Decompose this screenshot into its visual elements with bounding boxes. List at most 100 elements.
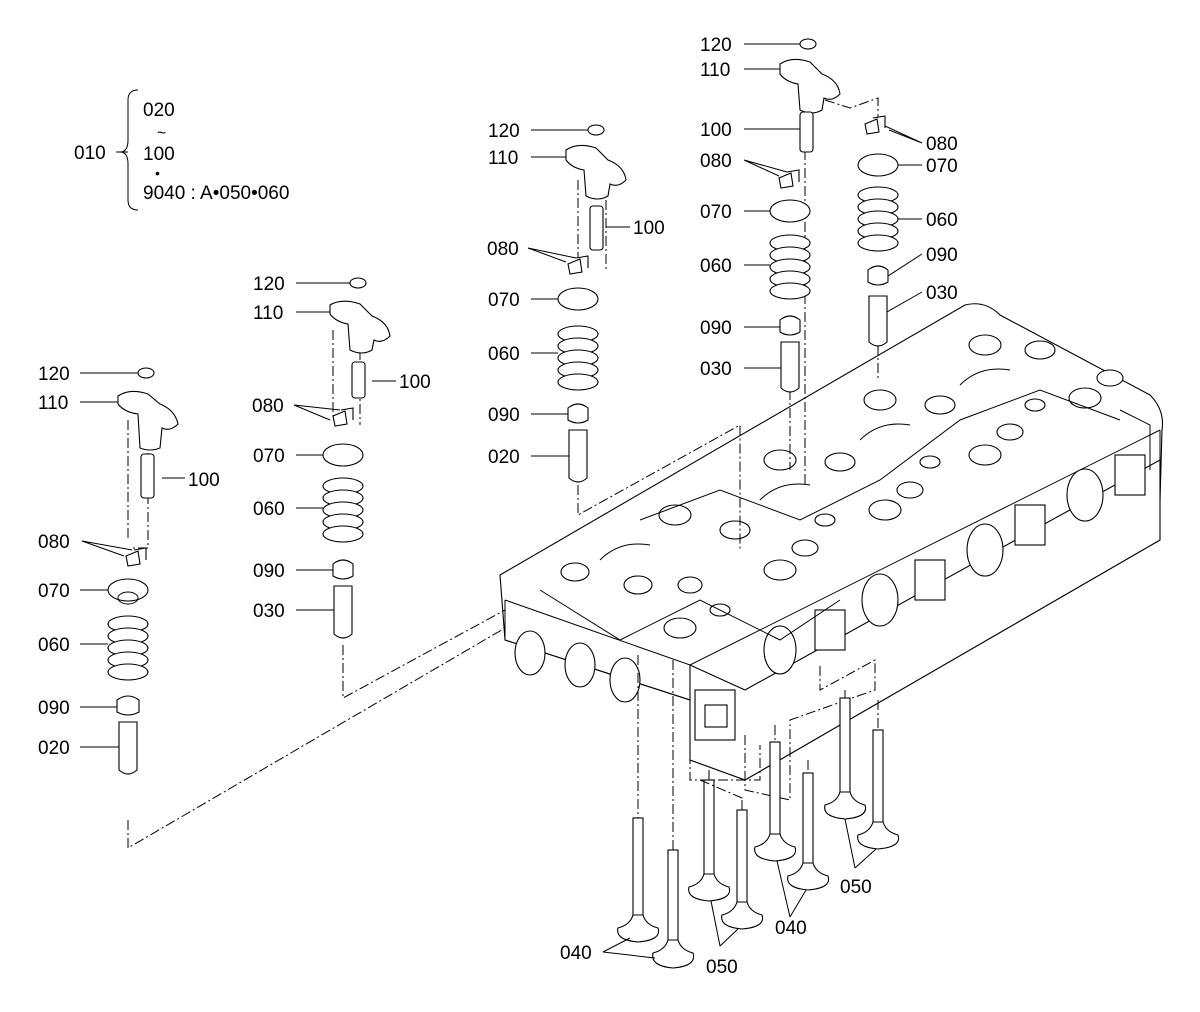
callout-g3-020: 020 [488, 447, 520, 468]
callout-g4-070-left: 070 [700, 202, 732, 223]
valve-guide-020 [118, 721, 138, 775]
spring-retainer-070 [769, 199, 811, 223]
callout-g4-080-left: 080 [700, 151, 732, 172]
push-rod-100 [589, 205, 604, 251]
spring-retainer-070 [322, 443, 364, 467]
valve-stem-seal-090 [567, 403, 589, 424]
valve-guide-030 [333, 585, 353, 639]
valve-spring-060 [557, 325, 599, 391]
valve-050-d [857, 729, 900, 850]
valve-guide-020 [568, 429, 588, 483]
callout-g2-110: 110 [253, 303, 283, 324]
valve-spring-060-right [857, 186, 899, 252]
callout-g2-090: 090 [253, 561, 285, 582]
callout-g2-070: 070 [253, 446, 285, 467]
push-rod-100 [799, 111, 814, 153]
legend-tilde: ~ [157, 125, 166, 142]
callout-g4-100: 100 [700, 120, 732, 141]
legend-from: 020 [143, 100, 175, 121]
valve-group-1: 120 110 100 080 070 060 090 020 [38, 364, 506, 849]
valve-group-4: 120 110 100 080 070 060 090 030 080 070 … [700, 35, 958, 485]
rocker-arm-110 [117, 390, 179, 451]
callout-valve-050-right: 050 [840, 877, 872, 898]
spring-retainer-070-right [857, 153, 899, 177]
callout-g4-070-right: 070 [926, 156, 958, 177]
callout-g4-090-left: 090 [700, 318, 732, 339]
valves: 040 050 040 050 [560, 655, 900, 978]
callout-g1-100: 100 [188, 470, 220, 491]
callout-g3-090: 090 [488, 405, 520, 426]
legend-note: 9040 : A•050•060 [143, 183, 289, 204]
spring-retainer-070 [557, 287, 599, 311]
callout-g1-060: 060 [38, 635, 70, 656]
callout-g1-120: 120 [38, 364, 70, 385]
callout-g3-120: 120 [488, 121, 520, 142]
callout-g1-090: 090 [38, 698, 70, 719]
valve-040-c [754, 741, 797, 862]
callout-g4-110: 110 [700, 60, 730, 81]
valve-guide-030-right [868, 295, 888, 347]
callout-g4-030-left: 030 [700, 359, 732, 380]
callout-g2-120: 120 [253, 274, 285, 295]
callout-g3-110: 110 [488, 148, 518, 169]
valve-stem-seal-090 [779, 315, 801, 336]
rocker-arm-110 [329, 300, 391, 354]
valve-collet-080-right [864, 115, 886, 135]
legend-brace [116, 89, 139, 211]
callout-g2-100: 100 [399, 372, 431, 393]
callout-g4-030-right: 030 [926, 283, 958, 304]
valve-collet-080 [332, 407, 354, 427]
valve-040-d [787, 772, 830, 891]
callout-g3-100: 100 [633, 218, 665, 239]
callout-valve-040-left: 040 [560, 943, 592, 964]
callout-valve-050-left: 050 [706, 957, 738, 978]
callout-g2-030: 030 [253, 601, 285, 622]
callout-g4-080-right: 080 [926, 134, 958, 155]
valve-cap-120 [137, 367, 155, 379]
callout-g4-090-right: 090 [926, 245, 958, 266]
rocker-arm-110 [779, 58, 841, 114]
valve-spring-060 [107, 615, 149, 681]
valve-040-a [617, 817, 660, 943]
valve-group-3: 120 110 100 080 070 060 090 020 [487, 121, 741, 550]
rocker-arm-110 [565, 144, 627, 200]
valve-cap-120 [349, 277, 367, 289]
valve-cap-120 [799, 38, 817, 50]
callout-g1-110: 110 [38, 393, 68, 414]
valve-collet-080 [125, 547, 147, 567]
callout-g3-080: 080 [487, 239, 519, 260]
legend-block: 010 020 ~ 100 • 9040 : A•050•060 [74, 89, 289, 211]
valve-collet-080 [567, 255, 589, 275]
valve-collet-080 [778, 169, 800, 189]
valve-050-b [721, 809, 764, 930]
callout-g1-020: 020 [38, 738, 70, 759]
callout-g1-080: 080 [38, 532, 70, 553]
callout-g4-060-left: 060 [700, 256, 732, 277]
valve-050-a [688, 779, 731, 902]
legend-ref-number: 010 [74, 143, 106, 164]
callout-g1-070: 070 [38, 581, 70, 602]
callout-g4-120: 120 [700, 35, 732, 56]
callout-g2-060: 060 [253, 499, 285, 520]
spring-retainer-070 [107, 578, 149, 602]
valve-stem-seal-090 [332, 559, 354, 580]
valve-group-2: 120 110 100 080 070 060 090 030 [252, 274, 506, 699]
push-rod-100 [351, 361, 366, 399]
valve-spring-060 [322, 477, 364, 543]
callout-g3-060: 060 [488, 344, 520, 365]
valve-stem-seal-090-right [867, 265, 889, 286]
valve-cap-120 [587, 124, 605, 136]
push-rod-100 [140, 453, 155, 499]
cylinder-head [499, 303, 1164, 801]
valve-guide-030 [780, 341, 800, 393]
valve-spring-060 [769, 234, 811, 300]
callout-g2-080: 080 [252, 396, 284, 417]
callout-g3-070: 070 [488, 290, 520, 311]
legend-dot: • [155, 165, 160, 181]
valve-stem-seal-090 [116, 695, 140, 716]
callout-valve-040-right: 040 [775, 918, 807, 939]
legend-to: 100 [143, 144, 175, 165]
valve-040-b [652, 849, 695, 969]
